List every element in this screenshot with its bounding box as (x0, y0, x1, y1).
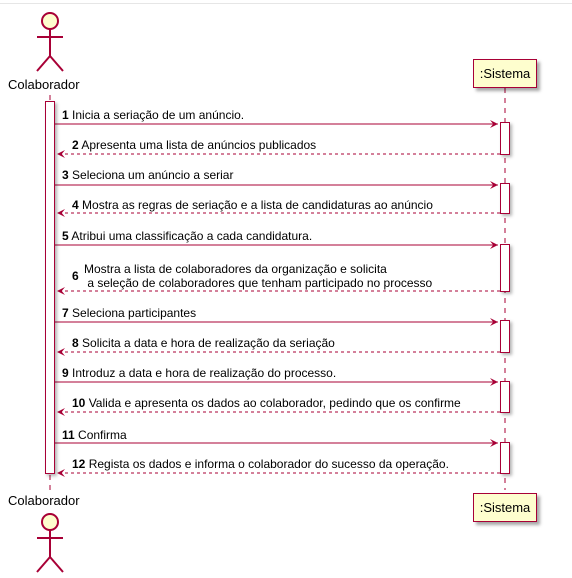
message-label: 12 Regista os dados e informa o colabora… (72, 457, 449, 471)
message-number: 5 (62, 229, 69, 243)
message-text: Inicia a seriação de um anúncio. (68, 108, 245, 122)
actor-activation-bar (45, 101, 55, 474)
message-number: 6 (72, 269, 79, 283)
message-label: 8 Solicita a data e hora de realização d… (72, 336, 335, 350)
message-number: 7 (62, 306, 69, 320)
actor-top-icon (36, 12, 64, 72)
message-label: 11 Confirma (62, 428, 127, 442)
message-label: 4 Mostra as regras de seriação e a lista… (72, 198, 433, 212)
message-number: 11 (62, 428, 75, 442)
system-activation-bar (500, 183, 510, 214)
message-text: Atribui uma classificação a cada candida… (68, 229, 313, 243)
message-label: 6 Mostra a lista de colaboradores da orga… (72, 262, 432, 290)
system-activation-bar (500, 122, 510, 155)
message-text: Solicita a data e hora de realização da … (78, 336, 335, 350)
message-text: Regista os dados e informa o colaborador… (85, 457, 449, 471)
message-text-line2: a seleção de colaboradores que tenham pa… (84, 276, 433, 290)
message-arrows (55, 120, 500, 477)
message-label: 9 Introduz a data e hora de realização d… (62, 366, 336, 380)
actor-label-top: Colaborador (8, 77, 80, 92)
message-number: 10 (72, 396, 86, 410)
message-text: Seleciona um anúncio a seriar (68, 168, 234, 182)
message-number: 8 (72, 336, 79, 350)
message-number: 9 (62, 366, 69, 380)
message-label: 10 Valida e apresenta os dados ao colabo… (72, 396, 461, 410)
message-label: 1 Inicia a seriação de um anúncio. (62, 108, 244, 122)
message-number: 3 (62, 168, 69, 182)
message-number: 1 (62, 108, 69, 122)
top-border (0, 3, 572, 4)
message-text: Seleciona participantes (68, 306, 197, 320)
message-text: Mostra as regras de seriação e a lista d… (78, 198, 433, 212)
message-number: 2 (72, 138, 79, 152)
message-number: 4 (72, 198, 79, 212)
message-text: Confirma (74, 428, 127, 442)
system-activation-bar (500, 320, 510, 353)
message-text: Mostra a lista de colaboradores da organ… (84, 262, 387, 276)
message-label: 2 Apresenta uma lista de anúncios public… (72, 138, 316, 152)
actor-label-bottom: Colaborador (8, 493, 80, 508)
message-label: 7 Seleciona participantes (62, 306, 196, 320)
system-activation-bar (500, 442, 510, 474)
actor-bottom-icon (36, 513, 64, 573)
participant-box-bottom: :Sistema (473, 493, 537, 522)
message-label: 3 Seleciona um anúncio a seriar (62, 168, 233, 182)
system-activation-bar (500, 381, 510, 413)
message-text: Apresenta uma lista de anúncios publicad… (78, 138, 317, 152)
participant-box-top: :Sistema (473, 59, 537, 88)
message-number: 12 (72, 457, 86, 471)
message-label: 5 Atribui uma classificação a cada candi… (62, 229, 312, 243)
system-activation-bar (500, 244, 510, 292)
message-text: Valida e apresenta os dados ao colaborad… (85, 396, 461, 410)
message-text: Introduz a data e hora de realização do … (68, 366, 337, 380)
